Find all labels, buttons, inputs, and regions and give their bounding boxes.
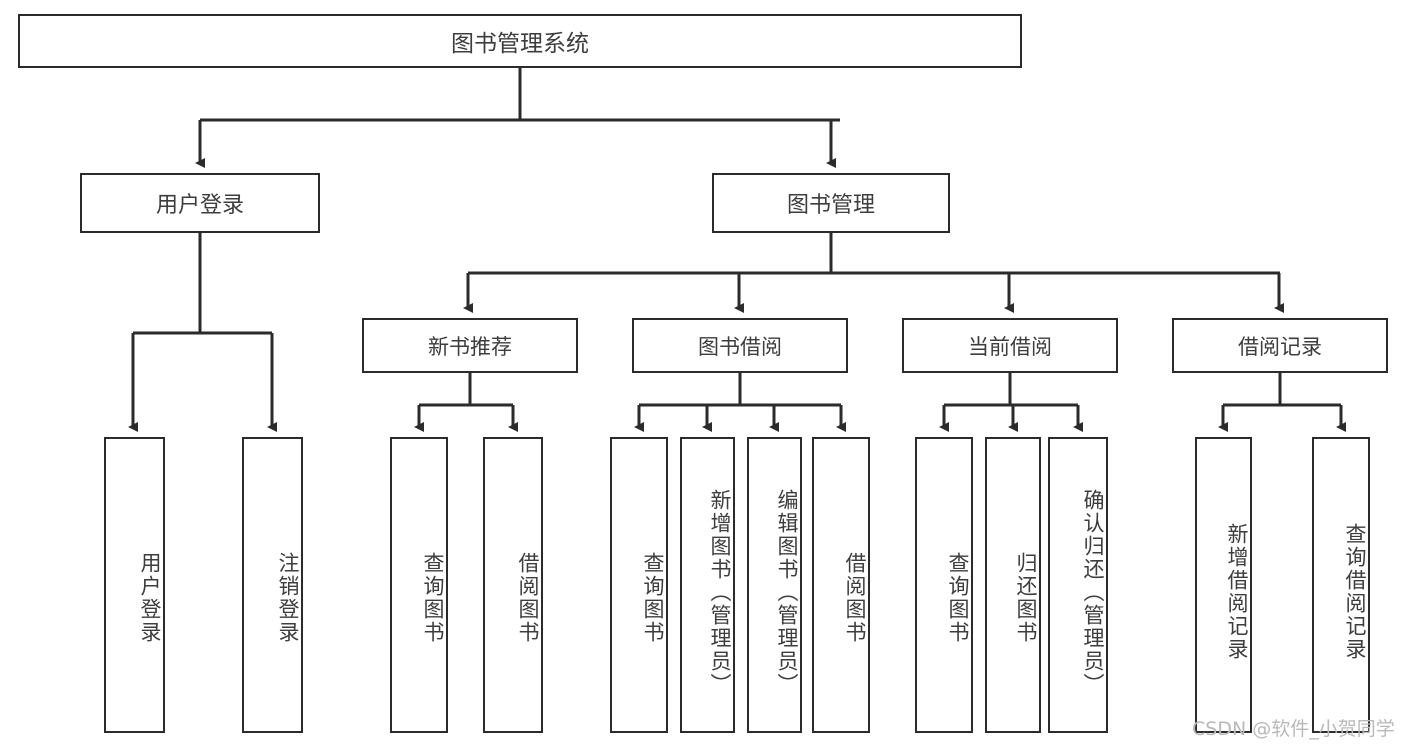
node-user-login[interactable]: 用户登录 xyxy=(80,173,320,233)
node-leaf-add-record[interactable]: 新增借阅记录 xyxy=(1195,437,1252,733)
node-leaf-query-book-3[interactable]: 查询图书 xyxy=(915,437,973,733)
node-borrow-record-label: 借阅记录 xyxy=(1238,334,1322,359)
node-leaf-add-record-label: 新增借阅记录 xyxy=(1225,523,1249,661)
node-current-borrow[interactable]: 当前借阅 xyxy=(902,318,1118,373)
node-leaf-user-login-label: 用户登录 xyxy=(138,552,162,644)
node-user-login-label: 用户登录 xyxy=(155,193,244,218)
node-root-label: 图书管理系统 xyxy=(451,31,589,57)
node-leaf-return-book[interactable]: 归还图书 xyxy=(985,437,1041,733)
node-leaf-add-book[interactable]: 新增图书（管理员） xyxy=(680,437,735,733)
node-new-book-recommend[interactable]: 新书推荐 xyxy=(362,318,578,373)
node-leaf-borrow-book-1-label: 借阅图书 xyxy=(516,552,540,644)
node-leaf-add-book-label: 新增图书（管理员） xyxy=(708,488,732,696)
node-book-borrow[interactable]: 图书借阅 xyxy=(632,318,848,373)
node-book-borrow-label: 图书借阅 xyxy=(698,334,782,359)
node-current-borrow-label: 当前借阅 xyxy=(968,334,1052,359)
node-new-book-recommend-label: 新书推荐 xyxy=(428,334,512,359)
node-leaf-confirm-return[interactable]: 确认归还（管理员） xyxy=(1048,437,1108,733)
csdn-watermark: CSDN @软件_小贺同学 xyxy=(1192,718,1395,740)
node-leaf-edit-book[interactable]: 编辑图书（管理员） xyxy=(747,437,802,733)
node-leaf-return-book-label: 归还图书 xyxy=(1014,552,1038,644)
node-leaf-query-record[interactable]: 查询借阅记录 xyxy=(1312,437,1370,733)
node-leaf-user-login[interactable]: 用户登录 xyxy=(104,437,165,733)
node-leaf-confirm-return-label: 确认归还（管理员） xyxy=(1081,488,1105,696)
node-leaf-query-record-label: 查询借阅记录 xyxy=(1343,523,1367,661)
node-leaf-query-book-1-label: 查询图书 xyxy=(421,552,445,644)
node-leaf-borrow-book-2[interactable]: 借阅图书 xyxy=(812,437,870,733)
node-leaf-edit-book-label: 编辑图书（管理员） xyxy=(775,488,799,696)
node-leaf-user-logout-label: 注销登录 xyxy=(276,552,300,644)
node-leaf-query-book-2[interactable]: 查询图书 xyxy=(610,437,668,733)
node-leaf-borrow-book-2-label: 借阅图书 xyxy=(843,552,867,644)
node-borrow-record[interactable]: 借阅记录 xyxy=(1172,318,1388,373)
node-leaf-query-book-1[interactable]: 查询图书 xyxy=(390,437,448,733)
node-book-manage[interactable]: 图书管理 xyxy=(712,173,950,233)
node-leaf-borrow-book-1[interactable]: 借阅图书 xyxy=(483,437,543,733)
node-root[interactable]: 图书管理系统 xyxy=(18,14,1022,68)
node-book-manage-label: 图书管理 xyxy=(786,193,875,218)
node-leaf-user-logout[interactable]: 注销登录 xyxy=(242,437,303,733)
node-leaf-query-book-2-label: 查询图书 xyxy=(641,552,665,644)
node-leaf-query-book-3-label: 查询图书 xyxy=(946,552,970,644)
